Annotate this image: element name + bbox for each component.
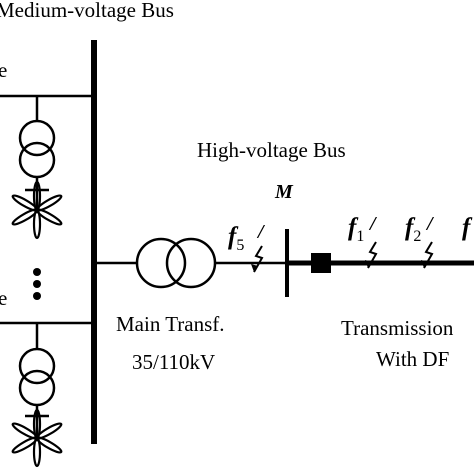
line-circuit-breaker — [311, 253, 331, 273]
fault-f5-label: f5 — [228, 223, 244, 254]
lower-wind-turbine-icon — [11, 408, 63, 468]
transmission-line-subtitle: With DF — [376, 347, 449, 371]
fault-f5-tick: / — [256, 221, 266, 243]
fault-f1-label: f1 — [348, 214, 364, 245]
fault-f3-label: f — [462, 214, 473, 241]
high-voltage-bus-label: High-voltage Bus — [197, 138, 346, 162]
main-transformer-symbol — [135, 237, 217, 289]
fault-f1-tick: / — [368, 213, 378, 235]
lower-feeder-label: e — [0, 286, 7, 310]
transformer-rating-label: 35/110kV — [132, 350, 215, 374]
fault-f1-arrow-icon — [365, 260, 372, 268]
fault-f2-tick: / — [425, 213, 435, 235]
transmission-line-label: Transmission — [341, 316, 454, 340]
fault-f1-lightning-icon — [367, 241, 378, 269]
upper-feeder-label: e — [0, 58, 7, 82]
lower-feeder-transformer — [18, 347, 56, 407]
medium-voltage-bus-label: Medium-voltage Bus — [0, 0, 174, 22]
bus-m-label: M — [274, 181, 294, 203]
fault-f2-arrow-icon — [421, 260, 428, 268]
fault-f2-lightning-icon — [423, 241, 434, 269]
fault-f2-label: f2 — [405, 214, 421, 245]
fault-f5-arrow-icon — [251, 264, 258, 272]
main-transformer-label: Main Transf. — [116, 312, 225, 336]
upper-feeder-transformer — [18, 119, 56, 179]
upper-wind-turbine-icon — [11, 180, 63, 240]
fault-f5-lightning-icon — [253, 245, 264, 273]
more-feeders-dots — [33, 268, 41, 300]
